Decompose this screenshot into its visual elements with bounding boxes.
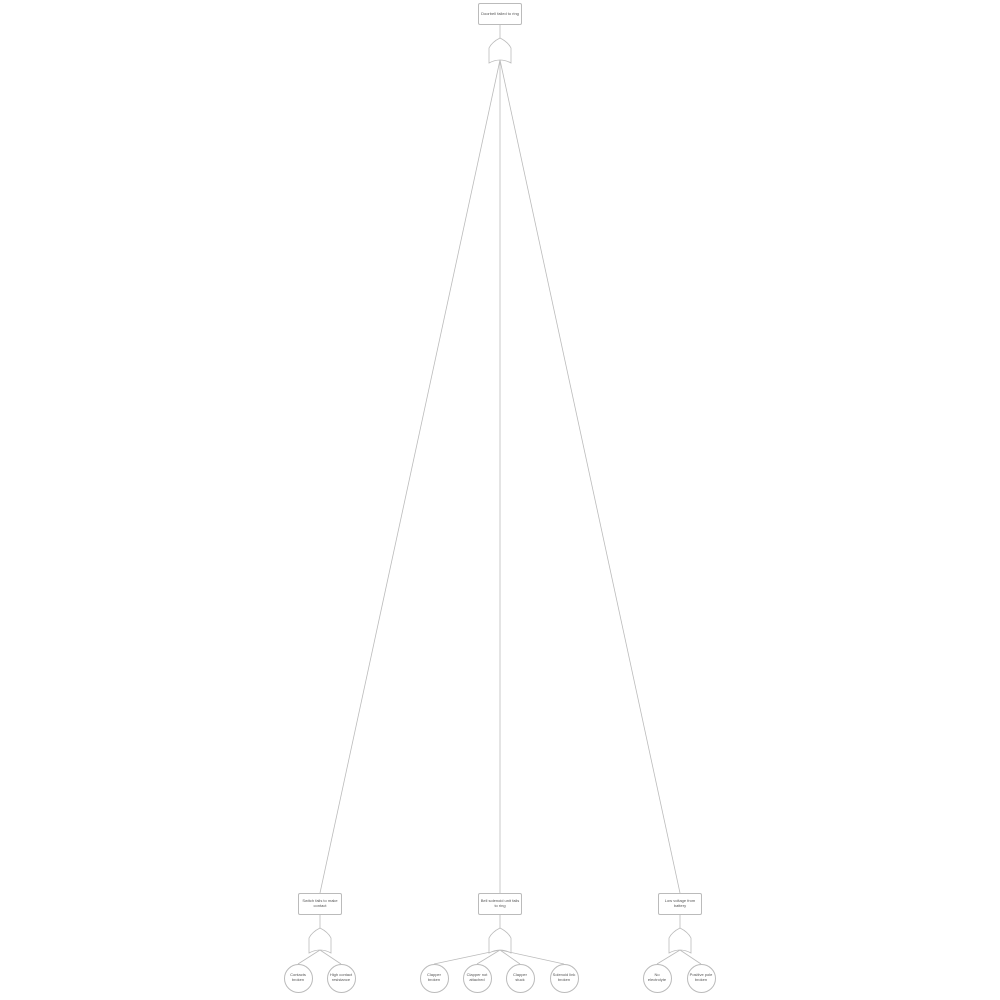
- basic-event[interactable]: Solenoid link broken: [549, 963, 579, 993]
- intermediate-event[interactable]: Low voltage from battery: [658, 893, 702, 915]
- basic-event[interactable]: Clapper stuck: [505, 963, 535, 993]
- basic-event[interactable]: Positive pole broken: [686, 963, 716, 993]
- or-gate-icon: [488, 927, 512, 954]
- basic-event[interactable]: Clapper broken: [419, 963, 449, 993]
- or-gate-icon: [308, 927, 332, 954]
- connector: [476, 949, 501, 965]
- basic-event[interactable]: Clapper not attached: [462, 963, 492, 993]
- basic-event[interactable]: Contacts broken: [283, 963, 313, 993]
- or-gate-icon: [488, 37, 512, 64]
- basic-event[interactable]: No electrolyte: [642, 963, 672, 993]
- connector: [297, 949, 321, 965]
- connector: [499, 949, 521, 965]
- connector: [656, 949, 681, 965]
- connector: [319, 59, 501, 894]
- top-event[interactable]: Doorbell failed to ring: [478, 3, 522, 25]
- or-gate-icon: [668, 927, 692, 954]
- intermediate-event[interactable]: Bell solenoid unit fails to ring: [478, 893, 522, 915]
- intermediate-event[interactable]: Switch fails to make contact: [298, 893, 342, 915]
- basic-event[interactable]: High contact resistance: [326, 963, 356, 993]
- connector: [679, 949, 702, 965]
- connector: [319, 949, 342, 965]
- connector: [499, 59, 681, 894]
